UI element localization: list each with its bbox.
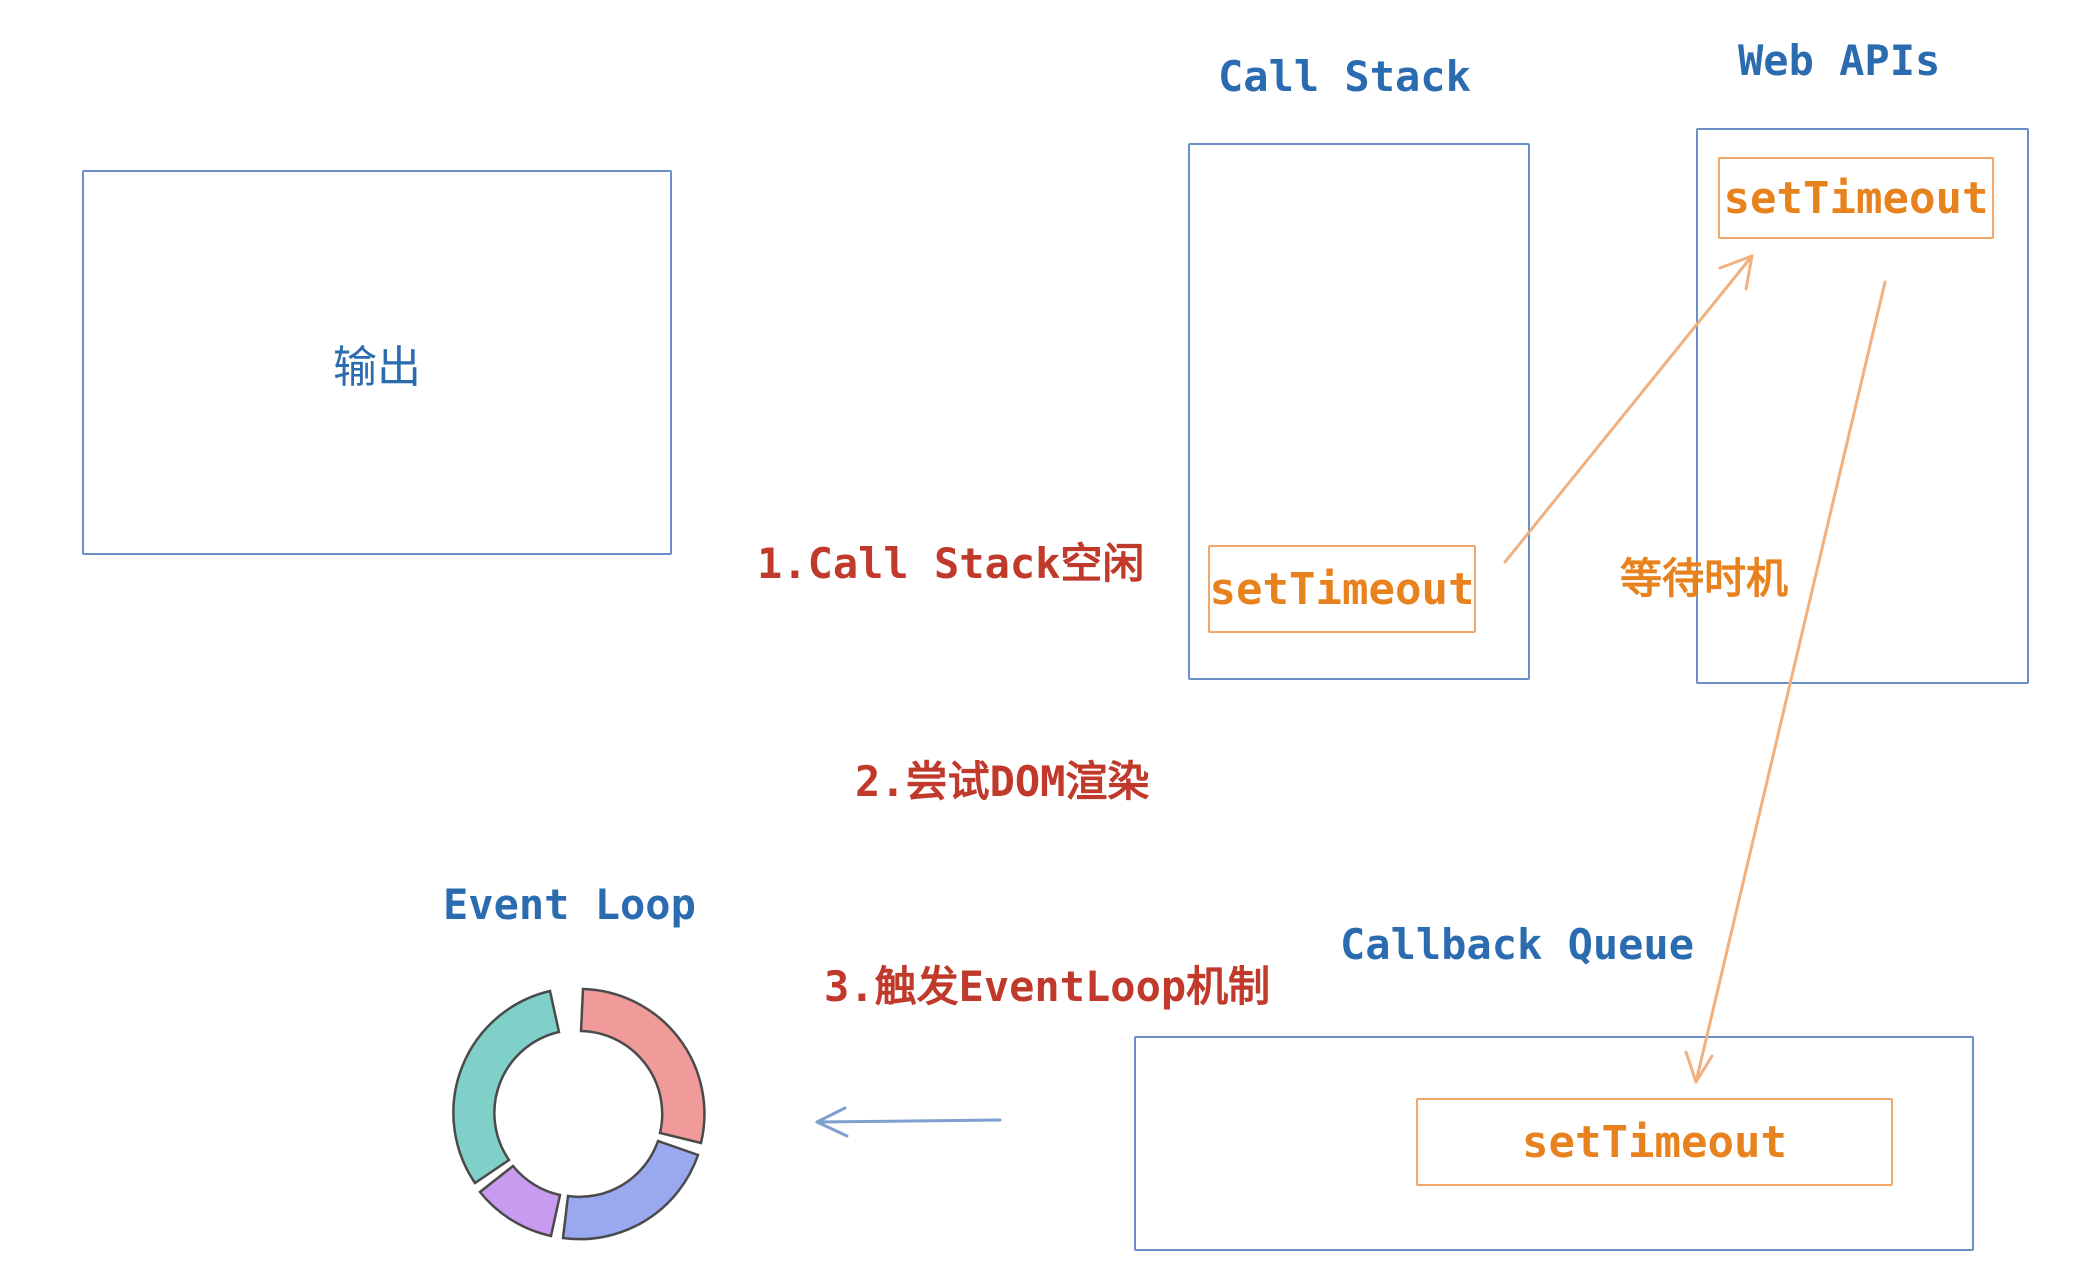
output-label: 输出 <box>333 341 421 393</box>
arrow-queue-to-eventloop <box>815 1106 1002 1138</box>
output-panel: 输出 <box>82 170 672 555</box>
web-apis-title: Web APIs <box>1738 36 1941 85</box>
call-stack-panel <box>1188 143 1530 680</box>
wait-label: 等待时机 <box>1620 554 1789 603</box>
event-loop-segment-blue <box>561 1139 700 1241</box>
callback-queue-panel <box>1134 1036 1974 1251</box>
callback-queue-settimeout: setTimeout <box>1416 1098 1893 1186</box>
event-loop-ring <box>452 987 706 1241</box>
web-apis-settimeout: setTimeout <box>1718 157 1994 239</box>
event-loop-segment-teal <box>452 989 561 1185</box>
call-stack-settimeout: setTimeout <box>1208 545 1476 633</box>
event-loop-title: Event Loop <box>443 880 696 929</box>
step-1-label: 1.Call Stack空闲 <box>757 539 1145 588</box>
event-loop-segment-red <box>579 987 706 1145</box>
web-apis-panel <box>1696 128 2029 684</box>
event-loop-segment-purple <box>478 1164 562 1238</box>
arrow-callstack-to-webapis <box>1503 254 1754 564</box>
call-stack-title: Call Stack <box>1218 52 1471 101</box>
callback-queue-title: Callback Queue <box>1340 920 1695 969</box>
arrow-webapis-to-queue <box>1684 280 1887 1084</box>
step-3-label: 3.触发EventLoop机制 <box>824 962 1271 1011</box>
step-2-label: 2.尝试DOM渲染 <box>855 757 1150 806</box>
